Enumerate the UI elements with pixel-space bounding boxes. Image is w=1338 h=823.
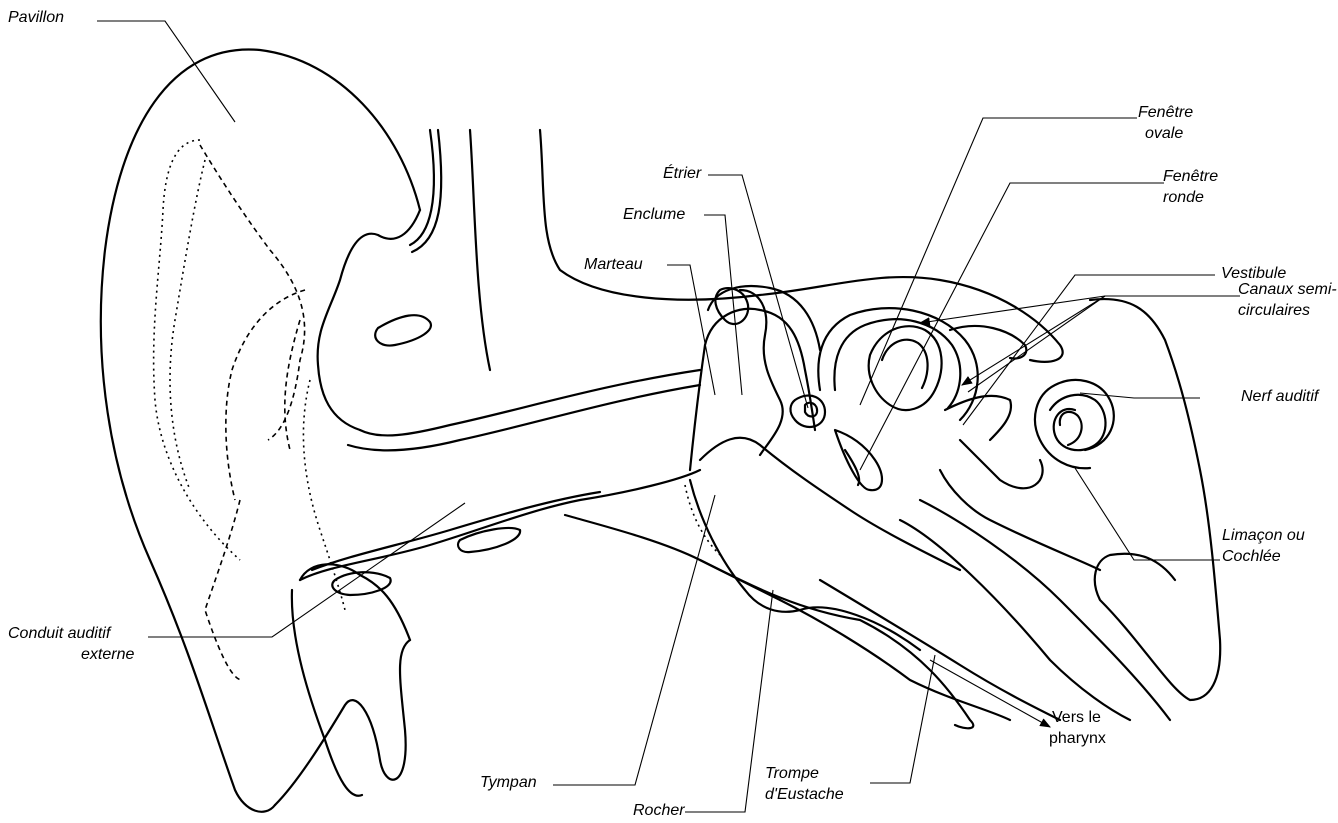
pinna-outline	[101, 49, 441, 811]
leader-lines	[97, 21, 1240, 812]
label-fenetre-ronde-line1: Fenêtre	[1163, 167, 1218, 187]
label-pharynx-line1: Vers le	[1052, 708, 1101, 728]
pinna-folds	[154, 140, 345, 680]
label-trompe-line1: Trompe	[765, 764, 819, 784]
label-tympan: Tympan	[480, 773, 537, 793]
label-fenetre-ovale-line1: Fenêtre	[1138, 103, 1193, 123]
label-enclume: Enclume	[623, 205, 685, 225]
label-fenetre-ovale-line2: ovale	[1145, 124, 1183, 144]
label-limacon-line2: Cochlée	[1222, 547, 1281, 567]
label-limacon-line1: Limaçon ou	[1222, 526, 1305, 546]
label-pavillon: Pavillon	[8, 8, 64, 28]
label-fenetre-ronde-line2: ronde	[1163, 188, 1204, 208]
label-nerf-auditif: Nerf auditif	[1241, 387, 1318, 407]
label-etrier: Étrier	[663, 164, 701, 184]
label-trompe-line2: d'Eustache	[765, 785, 844, 805]
label-rocher: Rocher	[633, 801, 685, 821]
label-canaux-line2: circulaires	[1238, 301, 1310, 321]
label-vestibule: Vestibule	[1221, 264, 1286, 284]
label-conduit-line1: Conduit auditif	[8, 624, 110, 644]
label-marteau: Marteau	[584, 255, 643, 275]
ear-canal	[300, 315, 700, 595]
ossicles	[685, 286, 960, 650]
label-conduit-line2: externe	[81, 645, 134, 665]
label-pharynx-line2: pharynx	[1049, 729, 1106, 749]
